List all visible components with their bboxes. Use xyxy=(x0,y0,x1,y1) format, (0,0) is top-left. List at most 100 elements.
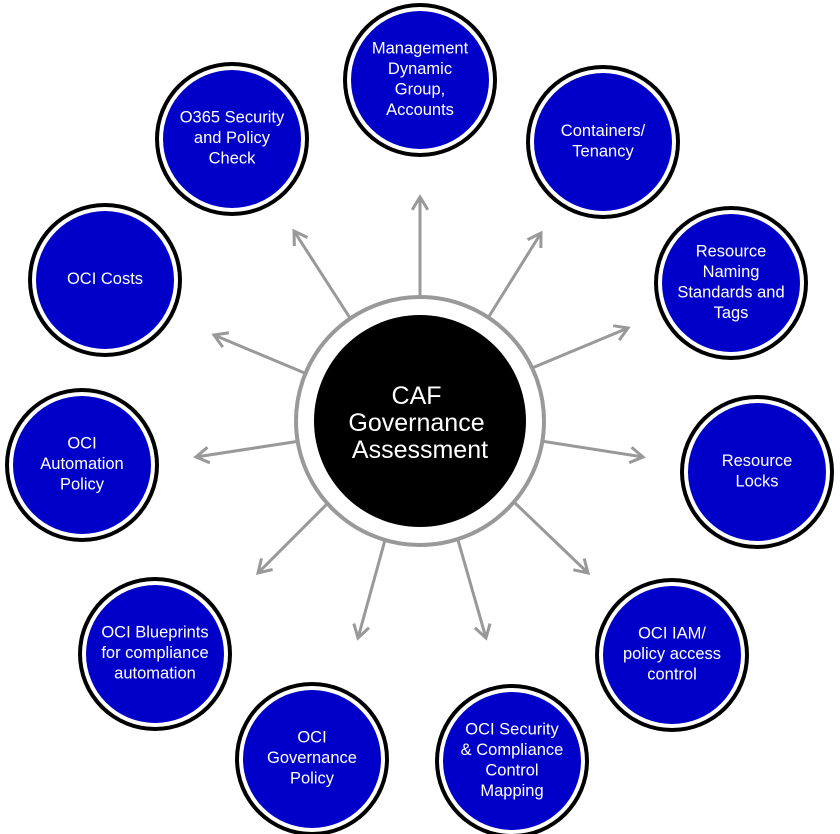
center-hub-disc xyxy=(314,315,526,527)
connector-arrow-head xyxy=(410,194,430,211)
node-label-line: OCI IAM/ xyxy=(638,625,706,643)
connector-arrow xyxy=(531,324,631,370)
node-label-line: Resource xyxy=(722,452,793,470)
connector-arrow xyxy=(540,439,646,465)
connector-arrow xyxy=(513,501,591,575)
node-disc xyxy=(351,11,489,149)
connector-arrow-shaft xyxy=(486,232,543,319)
node-label-line: OCI Costs xyxy=(67,270,143,288)
connector-arrow-shaft xyxy=(540,439,644,459)
node-disc xyxy=(688,403,826,541)
connector-arrow-head xyxy=(628,446,646,465)
node-label-line: Dynamic xyxy=(388,60,452,78)
node-label-line: OCI xyxy=(297,729,326,747)
node-label-line: Containers/ xyxy=(561,122,646,140)
connector-arrow xyxy=(352,539,387,641)
node-disc xyxy=(163,70,301,208)
connector-arrow-head xyxy=(292,228,309,247)
node-label-line: O365 Security xyxy=(180,109,285,127)
node-label-line: Control xyxy=(485,762,538,780)
node-label-line: and Policy xyxy=(194,129,271,147)
node-disc xyxy=(534,73,672,211)
center-title-line: CAF xyxy=(392,382,442,410)
node-label-line: Governance xyxy=(267,749,357,767)
node-label-line: Group, xyxy=(395,81,445,99)
connector-arrow-shaft xyxy=(256,501,330,575)
node-label: OCI IAM/policy access control xyxy=(623,625,721,684)
connector-arrow-head xyxy=(352,623,370,641)
connector-arrow-shaft xyxy=(356,539,387,639)
center-title-line: Governance xyxy=(348,409,484,437)
node-label-line: Accounts xyxy=(386,101,454,119)
connector-arrow-head xyxy=(573,558,591,575)
node-disc xyxy=(662,214,800,352)
connector-arrow-head xyxy=(612,324,631,342)
node-label-line: Resource xyxy=(696,243,767,261)
node-label: OCI Costs xyxy=(67,270,143,288)
connector-arrow xyxy=(193,439,301,465)
connector-arrow-head xyxy=(193,446,211,465)
node-label-line: Tags xyxy=(714,304,749,322)
node-label-line: OCI Security xyxy=(465,721,559,739)
node-disc xyxy=(36,211,174,349)
connector-arrow xyxy=(211,331,308,376)
connector-arrow-head xyxy=(526,230,543,249)
center-title: CAF Governance Assessment xyxy=(348,382,491,464)
arrows-layer xyxy=(193,194,646,641)
connector-arrow xyxy=(292,228,352,319)
node-label-line: OCI xyxy=(67,435,96,453)
center-title-line: Assessment xyxy=(352,436,488,464)
node-label-line: for compliance xyxy=(101,644,208,662)
node-label-line: Policy xyxy=(290,770,335,788)
node-containers-tenancy: Containers/Tenancy xyxy=(526,65,680,219)
connector-arrow-head xyxy=(255,558,273,576)
node-label-line: control xyxy=(647,666,697,684)
node-label: Containers/Tenancy xyxy=(561,122,646,161)
node-label-line: Automation xyxy=(40,455,123,473)
node-disc xyxy=(86,585,224,723)
node-label-line: OCI Blueprints xyxy=(101,624,208,642)
connector-arrow xyxy=(486,230,543,319)
node-label-line: Check xyxy=(209,150,257,168)
connector-arrow-shaft xyxy=(213,333,308,376)
node-label-line: Management xyxy=(372,40,469,58)
node-label-line: & Compliance xyxy=(461,741,564,759)
connector-arrow-head xyxy=(211,331,230,349)
connector-arrow xyxy=(456,539,492,641)
connector-arrow-shaft xyxy=(513,501,590,575)
node-label-line: Naming xyxy=(703,263,760,281)
node-label-line: Tenancy xyxy=(572,143,634,161)
node-disc xyxy=(443,692,581,830)
node-label-line: Policy xyxy=(60,476,105,494)
connector-arrow-shaft xyxy=(456,539,488,639)
node-label-line: Standards and xyxy=(677,284,784,302)
connector-arrow-shaft xyxy=(195,439,301,459)
connector-arrow xyxy=(410,194,430,297)
connector-arrow-head xyxy=(473,623,492,641)
node-oci-costs: OCI Costs xyxy=(28,203,182,357)
node-label-line: Locks xyxy=(735,473,778,491)
node-label-line: Mapping xyxy=(480,782,543,800)
node-oci-iam: OCI IAM/policy access control xyxy=(595,578,749,732)
node-label-line: policy access xyxy=(623,645,721,663)
connector-arrow-shaft xyxy=(531,326,629,370)
